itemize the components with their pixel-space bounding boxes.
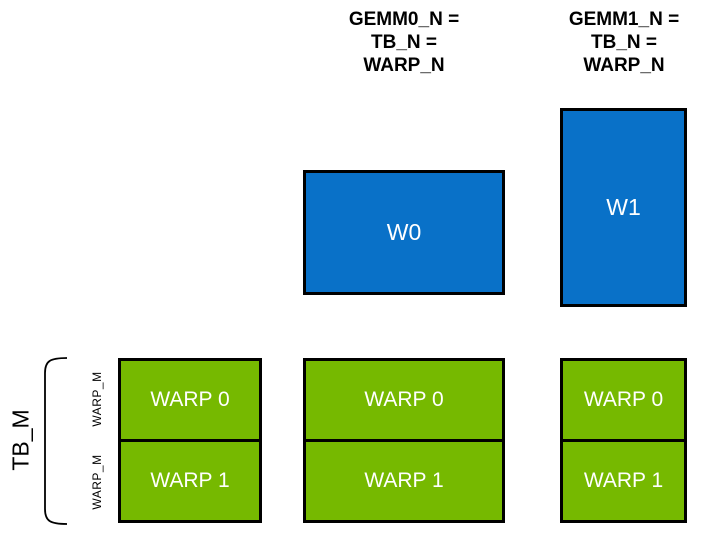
tb-m-bracket-icon bbox=[44, 357, 68, 525]
gemm0-n-label-line3: WARP_N bbox=[363, 55, 445, 76]
warp-column-2: WARP 0 WARP 1 bbox=[560, 358, 687, 523]
gemm1-n-label-line2: TB_N = bbox=[591, 32, 657, 53]
warp-cell: WARP 0 bbox=[303, 358, 505, 442]
warp-cell: WARP 1 bbox=[118, 439, 262, 523]
warp-cell: WARP 0 bbox=[118, 358, 262, 442]
warp-m-label-0: WARP_M bbox=[90, 371, 104, 427]
tb-m-label: TB_M bbox=[7, 409, 34, 471]
warp-m-label-1: WARP_M bbox=[90, 454, 104, 510]
warp-column-1: WARP 0 WARP 1 bbox=[303, 358, 505, 523]
gemm0-n-label-line1: GEMM0_N = bbox=[348, 9, 460, 30]
gemm0-n-label: GEMM0_N = TB_N = WARP_N bbox=[304, 8, 504, 77]
warp-cell: WARP 0 bbox=[560, 358, 687, 442]
gemm0-n-label-line2: TB_N = bbox=[371, 32, 437, 53]
w0-tile: W0 bbox=[303, 170, 505, 295]
warp-column-0: WARP 0 WARP 1 bbox=[118, 358, 262, 523]
warp-cell: WARP 1 bbox=[303, 439, 505, 523]
gemm1-n-label-line1: GEMM1_N = bbox=[568, 9, 680, 30]
gemm1-n-label-line3: WARP_N bbox=[583, 55, 665, 76]
warp-cell: WARP 1 bbox=[560, 439, 687, 523]
w0-tile-label: W0 bbox=[386, 219, 422, 245]
w1-tile: W1 bbox=[560, 108, 687, 307]
gemm1-n-label: GEMM1_N = TB_N = WARP_N bbox=[544, 8, 704, 77]
w1-tile-label: W1 bbox=[606, 194, 641, 220]
